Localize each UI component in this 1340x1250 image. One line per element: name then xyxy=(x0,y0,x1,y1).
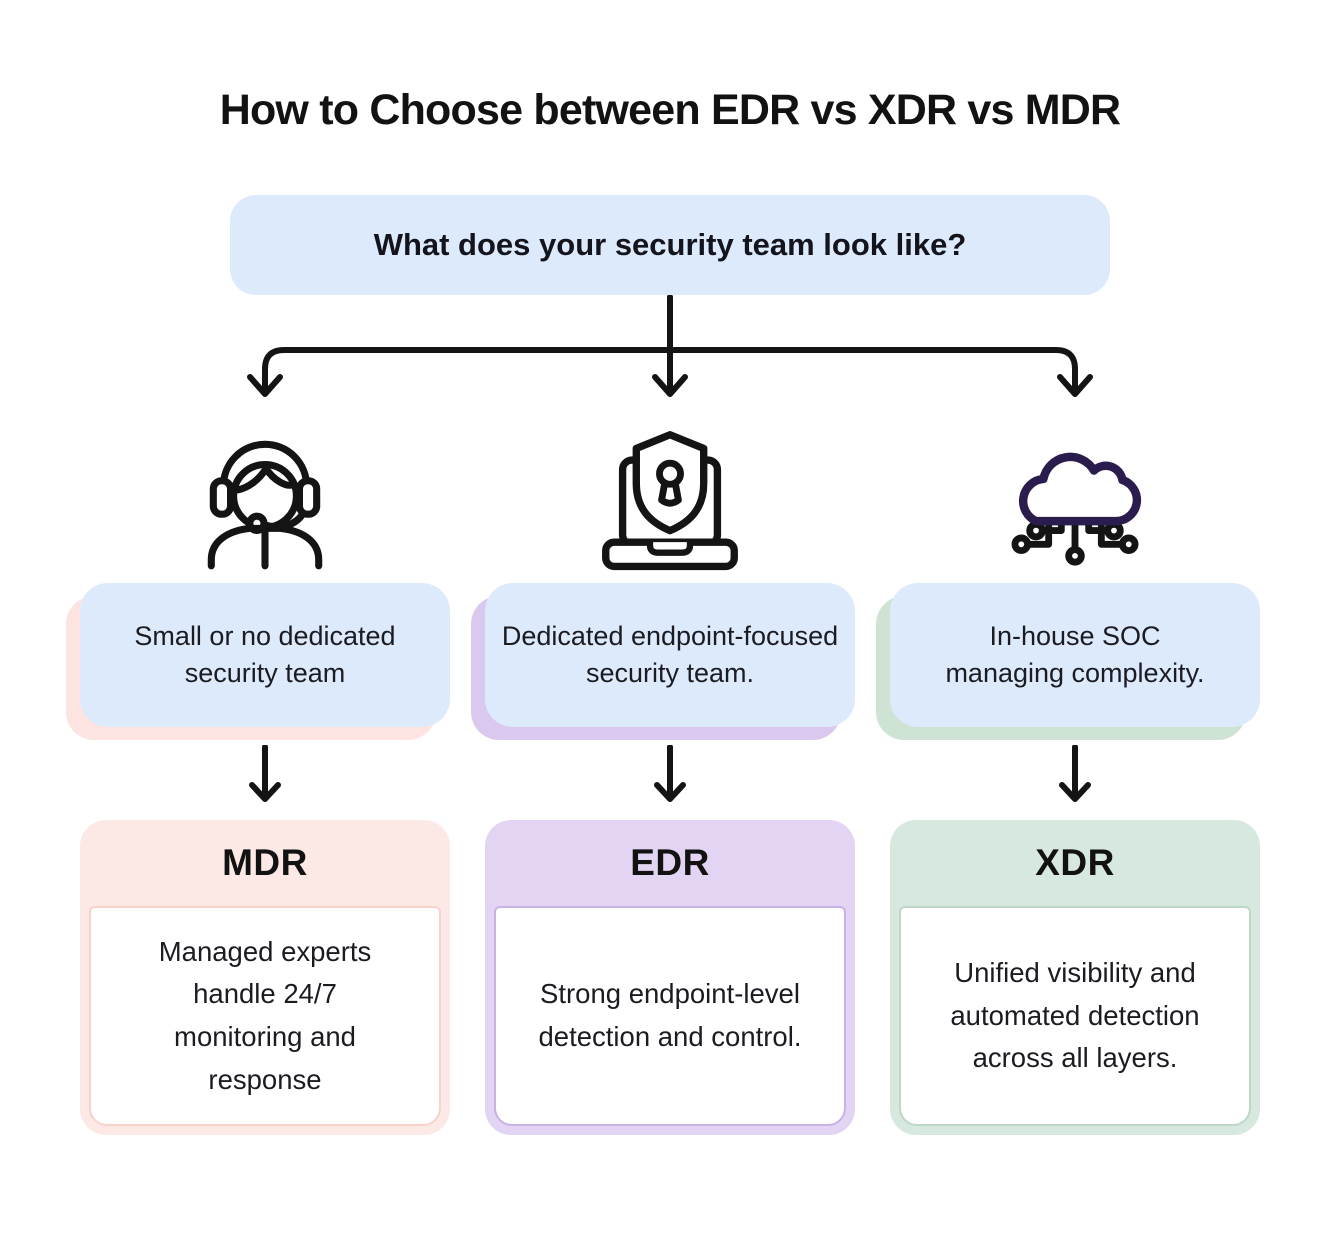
result-card-header: EDR xyxy=(485,820,855,906)
down-arrow-svg xyxy=(249,745,281,802)
down-arrow-svg xyxy=(654,745,686,802)
result-card-edr: EDR Strong endpoint-level detection and … xyxy=(485,820,855,1135)
result-title: EDR xyxy=(630,842,710,883)
condition-box-xdr: In-house SOC managing complexity. xyxy=(890,583,1260,727)
result-title: XDR xyxy=(1035,842,1115,883)
result-card-xdr: XDR Unified visibility and automated det… xyxy=(890,820,1260,1135)
down-arrow-icon xyxy=(650,745,690,815)
result-text: Strong endpoint-level detection and cont… xyxy=(538,978,802,1052)
support-agent-icon-svg xyxy=(207,440,323,570)
result-text: Managed experts handle 24/7 monitoring a… xyxy=(158,935,372,1095)
condition-box-edr: Dedicated endpoint-focused security team… xyxy=(485,583,855,727)
result-card-mdr: MDR Managed experts handle 24/7 monitori… xyxy=(80,820,450,1135)
branch-connector-arrows xyxy=(247,295,1093,397)
support-agent-icon xyxy=(189,415,341,583)
columns-row: Small or no dedicated security team MDR … xyxy=(0,415,1340,1135)
cloud-network-icon xyxy=(996,415,1154,583)
condition-label: Small or no dedicated security team xyxy=(134,620,396,688)
question-label: What does your security team look like? xyxy=(373,227,967,262)
down-arrow-svg xyxy=(1059,745,1091,802)
column-edr: Dedicated endpoint-focused security team… xyxy=(485,415,855,1135)
laptop-shield-icon xyxy=(591,415,749,583)
cloud-network-icon-svg xyxy=(1011,452,1142,566)
result-card-body: Unified visibility and automated detecti… xyxy=(899,906,1251,1126)
question-box: What does your security team look like? xyxy=(230,195,1110,295)
result-card-body: Managed experts handle 24/7 monitoring a… xyxy=(89,906,441,1126)
column-xdr: In-house SOC managing complexity. XDR Un… xyxy=(890,415,1260,1135)
result-card-header: XDR xyxy=(890,820,1260,906)
condition-label: In-house SOC managing complexity. xyxy=(945,620,1205,688)
column-mdr: Small or no dedicated security team MDR … xyxy=(80,415,450,1135)
result-card-header: MDR xyxy=(80,820,450,906)
down-arrow-icon xyxy=(245,745,285,815)
condition-box-mdr: Small or no dedicated security team xyxy=(80,583,450,727)
down-arrow-icon xyxy=(1055,745,1095,815)
laptop-shield-icon-svg xyxy=(602,431,738,571)
result-text: Unified visibility and automated detecti… xyxy=(950,957,1200,1074)
result-title: MDR xyxy=(222,842,308,883)
result-card-body: Strong endpoint-level detection and cont… xyxy=(494,906,846,1126)
condition-label: Dedicated endpoint-focused security team… xyxy=(501,620,839,688)
page-title: How to Choose between EDR vs XDR vs MDR xyxy=(219,86,1121,134)
